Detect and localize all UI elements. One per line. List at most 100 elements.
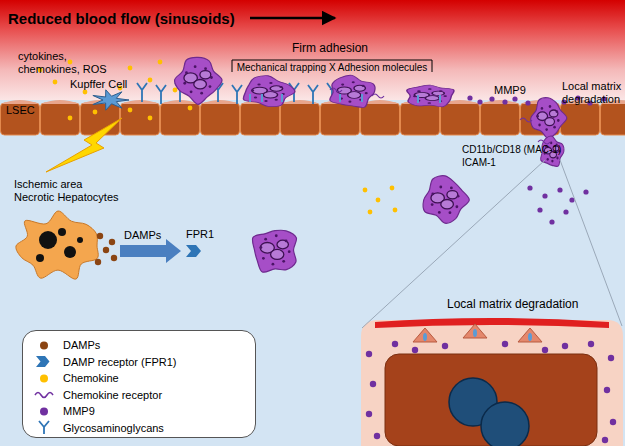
mmp9-dot: [442, 343, 448, 349]
neutrophil-cell: [531, 98, 567, 139]
necrotic-nucleus: [77, 237, 83, 243]
neutrophil-nucleus: [447, 191, 458, 199]
granule-dot: [200, 92, 203, 95]
cell-label: Kupffer Cell: [70, 78, 160, 91]
process-label: Firm adhesion: [292, 42, 412, 56]
chemokine-receptor: [538, 140, 550, 144]
chemokine-dot: [390, 186, 395, 191]
neutrophil-body: [531, 98, 567, 139]
inset-cell: [518, 328, 542, 342]
kupffer-cell: [93, 90, 129, 110]
legend-sample: [31, 371, 57, 386]
lsec-surface: [241, 100, 279, 104]
lsec-surface: [521, 100, 559, 104]
neutrophil-nucleus: [263, 92, 277, 98]
glycosaminoglycan-symbol: [213, 83, 223, 102]
granule-dot: [431, 203, 434, 206]
chemokine-dot: [393, 208, 398, 213]
chemokine-receptor: [330, 88, 342, 92]
neutrophil-nucleus: [425, 96, 439, 101]
mmp9-dot: [542, 193, 547, 198]
lsec-surface: [121, 100, 159, 104]
chemokine-dot: [148, 116, 153, 121]
granule-dot: [282, 93, 285, 95]
legend-text: DAMPs: [63, 339, 100, 351]
mmp9-dot: [557, 187, 562, 192]
granule-dot: [413, 95, 417, 97]
granule-dot: [209, 85, 212, 88]
receptor-chevron: [36, 356, 50, 367]
mmp9-dot: [512, 96, 517, 101]
chemokine-dot: [158, 60, 163, 65]
granule-dot: [439, 90, 443, 92]
neutrophil-nucleus: [549, 110, 557, 117]
damp-arrow: [120, 239, 181, 263]
inset-cell: [463, 324, 487, 338]
granule-dot: [417, 100, 421, 102]
neutrophil-cell: [407, 85, 454, 107]
inset-receptor: [473, 329, 477, 337]
lsec-cell: [81, 103, 120, 135]
granule-dot: [257, 84, 260, 86]
neutrophil-nucleus: [432, 91, 444, 95]
legend-entry: DAMP receptor (FPR1): [31, 354, 247, 371]
lsec-cell: [201, 103, 240, 135]
lsec-cell: [441, 103, 480, 135]
granule-dot: [190, 90, 193, 93]
granule-dot: [457, 195, 460, 198]
granule-dot: [449, 211, 452, 214]
granule-dot: [285, 240, 288, 243]
inset-lumen: [375, 318, 609, 328]
legend-entry: Chemokine receptor: [31, 387, 247, 404]
granule-dot: [538, 124, 541, 127]
chemokine-receptor: [372, 94, 384, 98]
granule-dot: [210, 76, 213, 79]
granule-dot: [185, 71, 188, 74]
neutrophil-nucleus: [260, 243, 274, 254]
glycosaminoglycan-symbol: [270, 85, 280, 104]
inset-illustration: [355, 314, 625, 446]
chemokine-dot: [376, 198, 381, 203]
zoom-line: [362, 160, 545, 328]
neutrophil-body: [175, 57, 222, 104]
granule-dot: [352, 81, 355, 83]
necrotic-nucleus: [39, 231, 57, 249]
granule-dot: [551, 160, 553, 163]
legend-squiggle: [35, 393, 53, 398]
neutrophil-nucleus: [348, 92, 361, 99]
lsec-surface: [201, 100, 239, 104]
lsec-cell: [601, 103, 625, 135]
bracket-label: Mechanical trapping X Adhesion molecules: [232, 62, 432, 74]
lsec-surface: [321, 100, 359, 104]
neutrophil-nucleus: [537, 112, 547, 121]
adhesion-molecule: [361, 94, 363, 102]
cell-label: LSEC: [6, 104, 56, 117]
hepatocyte-nucleus: [481, 402, 529, 446]
mmp9-dot: [370, 381, 376, 387]
glycosaminoglycan-symbol: [175, 83, 185, 102]
mmp9-dot: [467, 95, 472, 100]
granule-dot: [547, 158, 549, 161]
mmp9-dot: [527, 185, 532, 190]
neutrophil-body: [423, 176, 469, 224]
neutrophil-nucleus: [194, 79, 207, 88]
mmp9-dot: [477, 99, 482, 104]
mmp9-dot: [502, 341, 508, 347]
legend-entry: Chemokine: [31, 370, 247, 387]
neutrophil-nucleus: [545, 118, 555, 126]
legend-swatch: [40, 374, 48, 382]
neutrophil-nucleus: [277, 240, 288, 249]
lsec-cell: [361, 103, 400, 135]
neutrophil-nucleus: [337, 87, 351, 94]
granule-dot: [251, 90, 254, 92]
mmp9-dot: [608, 355, 614, 361]
neutrophil-nucleus: [354, 85, 365, 91]
lsec-cell: [241, 103, 280, 135]
damp-dot: [97, 233, 103, 239]
lsec-cell: [41, 103, 80, 135]
lsec-surface: [361, 100, 399, 104]
ischemia-bolt: [46, 118, 122, 172]
granule-dot: [282, 260, 285, 263]
neutrophil-body: [407, 85, 454, 107]
inset-receptor: [423, 333, 427, 341]
